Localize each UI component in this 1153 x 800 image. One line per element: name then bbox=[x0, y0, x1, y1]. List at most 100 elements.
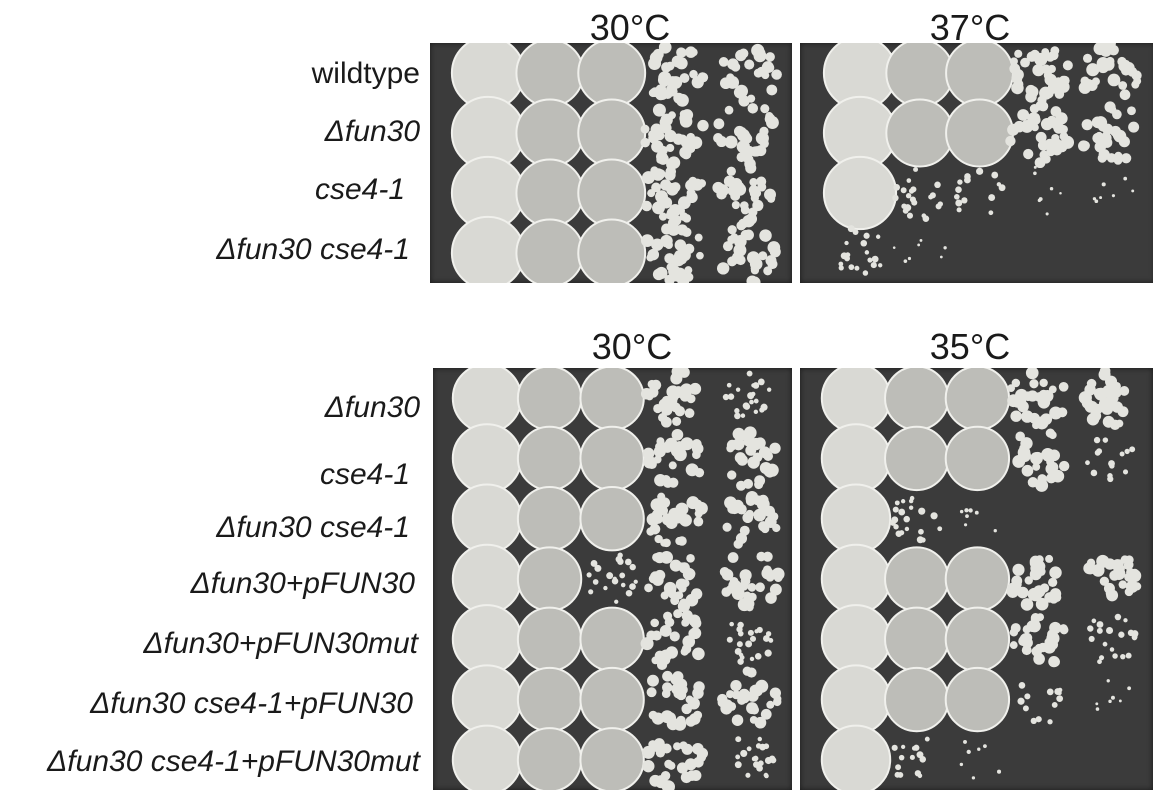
spot-grid bbox=[451, 368, 785, 790]
yeast-colony bbox=[893, 184, 901, 191]
yeast-colony bbox=[652, 48, 664, 60]
yeast-colony bbox=[651, 712, 665, 725]
yeast-spot bbox=[945, 43, 1014, 108]
yeast-colony bbox=[651, 182, 662, 193]
yeast-spot bbox=[820, 483, 892, 554]
yeast-colony bbox=[1085, 460, 1090, 466]
yeast-colony bbox=[712, 181, 725, 194]
yeast-colony bbox=[683, 243, 695, 255]
strain-label: Δfun30 cse4-1 bbox=[216, 511, 410, 544]
yeast-colony bbox=[729, 621, 734, 627]
yeast-colony bbox=[735, 736, 742, 743]
yeast-colony bbox=[1118, 699, 1122, 703]
yeast-colony bbox=[719, 566, 730, 577]
yeast-colony bbox=[1030, 717, 1037, 725]
yeast-colony bbox=[908, 498, 914, 504]
yeast-colony bbox=[922, 215, 930, 222]
yeast-colony bbox=[1103, 397, 1115, 409]
yeast-colony bbox=[1107, 73, 1121, 87]
yeast-colony bbox=[1035, 416, 1049, 430]
yeast-spot bbox=[944, 546, 1011, 612]
yeast-colony bbox=[670, 184, 679, 193]
yeast-colony bbox=[1056, 695, 1064, 703]
yeast-colony bbox=[764, 773, 769, 779]
yeast-colony bbox=[745, 162, 757, 174]
yeast-colony bbox=[736, 480, 747, 491]
yeast-colony bbox=[1050, 656, 1061, 667]
yeast-colony bbox=[681, 579, 690, 588]
yeast-spot bbox=[820, 664, 892, 735]
yeast-colony bbox=[666, 143, 675, 153]
yeast-colony bbox=[769, 246, 781, 258]
yeast-spot bbox=[884, 368, 950, 431]
yeast-colony bbox=[1009, 57, 1018, 66]
yeast-colony bbox=[760, 524, 770, 534]
yeast-colony bbox=[913, 166, 919, 172]
yeast-colony bbox=[679, 741, 688, 750]
yeast-colony bbox=[660, 771, 671, 781]
yeast-colony bbox=[770, 757, 777, 764]
yeast-colony bbox=[717, 693, 728, 705]
yeast-colony bbox=[722, 393, 730, 401]
yeast-colony bbox=[672, 512, 684, 524]
yeast-colony bbox=[651, 630, 662, 641]
yeast-colony bbox=[1020, 598, 1034, 611]
yeast-colony bbox=[1054, 688, 1062, 695]
yeast-colony bbox=[679, 112, 692, 125]
yeast-colony bbox=[748, 276, 761, 283]
yeast-colony bbox=[1120, 653, 1126, 660]
yeast-colony bbox=[1020, 57, 1030, 68]
strain-label: Δfun30 bbox=[324, 391, 420, 424]
yeast-colony bbox=[737, 658, 744, 665]
yeast-colony bbox=[1006, 585, 1019, 598]
yeast-spot bbox=[577, 158, 647, 228]
yeast-colony bbox=[1019, 633, 1032, 646]
yeast-colony bbox=[895, 530, 903, 537]
yeast-colony bbox=[764, 649, 772, 657]
yeast-colony bbox=[763, 743, 770, 750]
yeast-spot bbox=[820, 543, 892, 615]
yeast-colony bbox=[691, 76, 704, 89]
yeast-colony bbox=[1108, 460, 1115, 467]
yeast-colony bbox=[991, 171, 999, 179]
yeast-colony bbox=[675, 689, 687, 701]
yeast-colony bbox=[1034, 52, 1048, 66]
yeast-colony bbox=[642, 760, 655, 773]
yeast-colony bbox=[732, 252, 741, 261]
spot-grid bbox=[820, 368, 1142, 790]
yeast-colony bbox=[684, 266, 693, 275]
yeast-colony bbox=[1039, 378, 1048, 388]
yeast-colony bbox=[1027, 477, 1039, 488]
yeast-colony bbox=[647, 379, 657, 389]
yeast-colony bbox=[1058, 460, 1070, 472]
yeast-colony bbox=[904, 526, 910, 532]
yeast-colony bbox=[762, 551, 773, 562]
yeast-colony bbox=[1025, 368, 1039, 380]
yeast-colony bbox=[677, 196, 691, 210]
yeast-colony bbox=[719, 77, 732, 90]
yeast-colony bbox=[662, 477, 674, 488]
yeast-colony bbox=[620, 582, 626, 588]
yeast-colony bbox=[766, 387, 772, 392]
yeast-spot bbox=[577, 43, 647, 108]
yeast-colony bbox=[734, 412, 741, 420]
yeast-colony bbox=[762, 635, 770, 642]
yeast-colony bbox=[752, 452, 763, 463]
yeast-colony bbox=[647, 189, 656, 198]
yeast-colony bbox=[1009, 641, 1018, 649]
strain-label: Δfun30+pFUN30 bbox=[190, 567, 415, 600]
yeast-colony bbox=[766, 116, 779, 129]
yeast-colony bbox=[727, 552, 739, 563]
yeast-colony bbox=[659, 78, 669, 88]
yeast-colony bbox=[929, 192, 936, 199]
yeast-colony bbox=[916, 536, 924, 544]
yeast-colony bbox=[665, 166, 677, 177]
yeast-colony bbox=[749, 656, 755, 662]
yeast-colony bbox=[693, 710, 703, 720]
yeast-colony bbox=[686, 188, 696, 198]
yeast-colony bbox=[766, 84, 778, 96]
yeast-colony bbox=[1099, 368, 1111, 377]
yeast-colony bbox=[1111, 194, 1116, 198]
yeast-colony bbox=[685, 463, 699, 477]
yeast-colony bbox=[649, 523, 661, 535]
